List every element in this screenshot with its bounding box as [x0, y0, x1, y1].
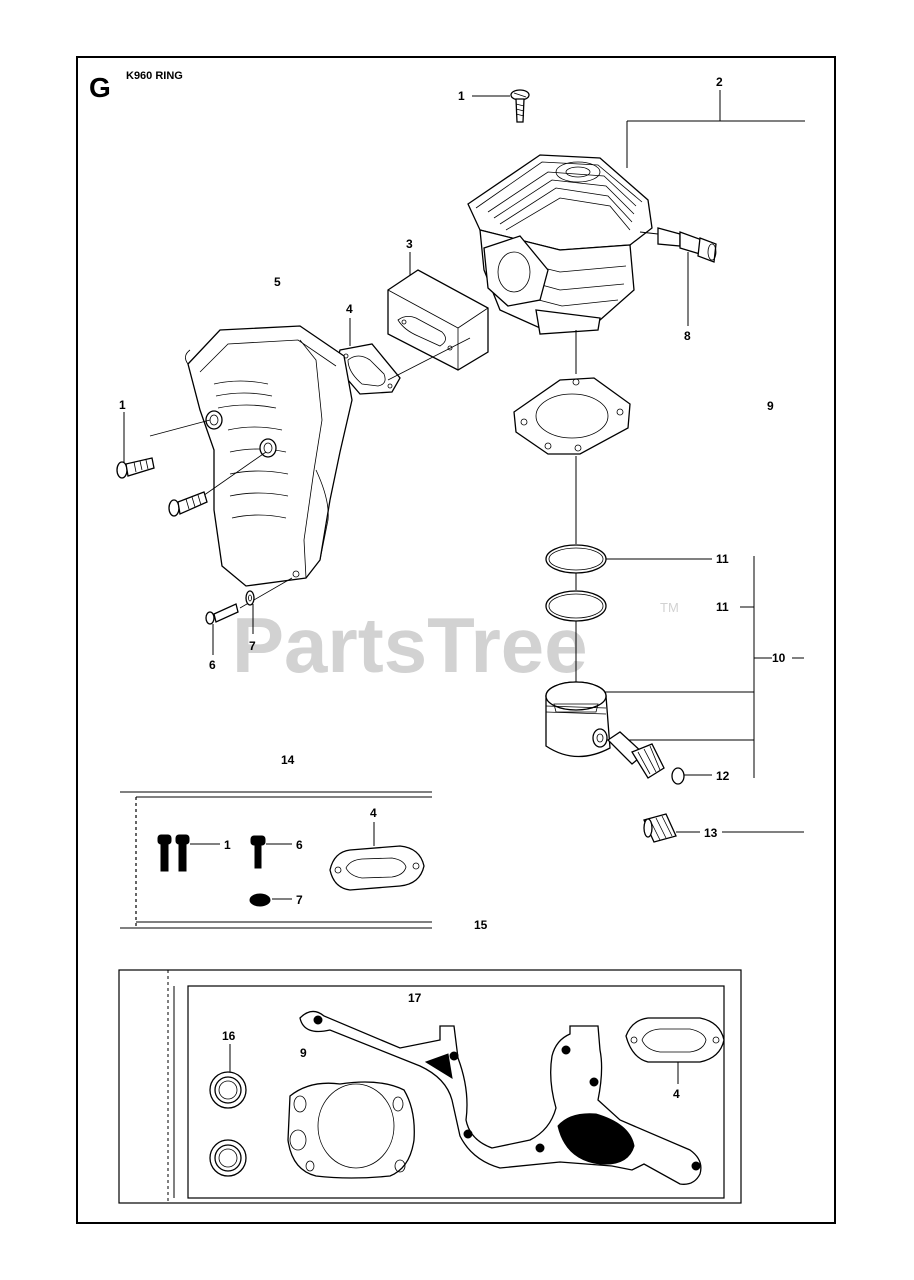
callout-gasket-set: 17: [408, 991, 422, 1005]
piston-kit-bracket: [604, 556, 804, 778]
piston-circlip-part[interactable]: [671, 767, 712, 785]
callout-kit-screw: 1: [224, 838, 231, 852]
callout-piston-circlip: 12: [716, 769, 730, 783]
piston-ring-upper-part[interactable]: [545, 544, 712, 590]
watermark-trademark: TM: [660, 600, 679, 615]
kit-gasket-part[interactable]: [329, 822, 425, 891]
callout-piston-ring-lower: 11: [716, 600, 729, 614]
muffler-screw-lower-part[interactable]: [168, 451, 267, 517]
crankcase-gasket-part[interactable]: [299, 1010, 702, 1185]
callout-muffler-screw: 1: [119, 398, 126, 412]
decomp-valve-part[interactable]: [639, 227, 717, 326]
model-title: K960 RING: [126, 70, 183, 82]
watermark-text: PartsTree: [232, 601, 588, 689]
callout-bottom-screw: 6: [209, 658, 216, 672]
callout-flange-gasket: 4: [346, 302, 353, 316]
piston-part[interactable]: [545, 681, 665, 779]
set-flange-gasket-part[interactable]: [625, 1017, 725, 1084]
callout-decomp-valve: 8: [684, 329, 691, 343]
muffler-part[interactable]: [185, 325, 353, 587]
callout-screw-top: 1: [458, 89, 465, 103]
needle-bearing-part[interactable]: [643, 813, 804, 843]
callout-intake-block: 3: [406, 237, 413, 251]
callout-gasket-kit: 15: [474, 918, 488, 932]
callout-piston-ring-upper: 11: [716, 552, 729, 566]
seal-ring-lower-part[interactable]: [209, 1139, 247, 1177]
callout-cylinder: 2: [716, 75, 723, 89]
kit-washer-part[interactable]: [249, 893, 292, 907]
callout-set-flange-gasket: 4: [673, 1087, 680, 1101]
callout-bottom-washer: 7: [249, 639, 256, 653]
set-cylinder-gasket-part[interactable]: [287, 1081, 415, 1179]
callout-kit-washer: 7: [296, 893, 303, 907]
callout-screw-kit: 14: [281, 753, 295, 767]
section-letter: G: [89, 72, 111, 103]
gasket-set-box: [118, 969, 742, 1204]
callout-piston-kit: 10: [772, 651, 786, 665]
cylinder-part[interactable]: [467, 90, 805, 340]
piston-ring-lower-part[interactable]: [545, 590, 607, 684]
screw-kit-box: [120, 791, 432, 929]
top-screw-part[interactable]: [472, 89, 530, 123]
muffler-screw-upper-part[interactable]: [116, 412, 211, 479]
callout-seal-rings: 16: [222, 1029, 236, 1043]
diagram-frame: [76, 56, 836, 1224]
callout-cylinder-gasket: 9: [767, 399, 774, 413]
callout-kit-bolt: 6: [296, 838, 303, 852]
kit-screw-part[interactable]: [157, 834, 220, 872]
cylinder-gasket-part[interactable]: [513, 340, 631, 544]
callout-kit-gasket: 4: [370, 806, 377, 820]
callout-muffler: 5: [274, 275, 281, 289]
seal-ring-upper-part[interactable]: [209, 1044, 247, 1109]
bottom-washer-part[interactable]: [245, 590, 255, 634]
callout-set-cylinder-gasket: 9: [300, 1046, 307, 1060]
intake-block-part[interactable]: [387, 252, 489, 371]
callout-needle-bearing: 13: [704, 826, 718, 840]
kit-bolt-part[interactable]: [250, 835, 292, 869]
